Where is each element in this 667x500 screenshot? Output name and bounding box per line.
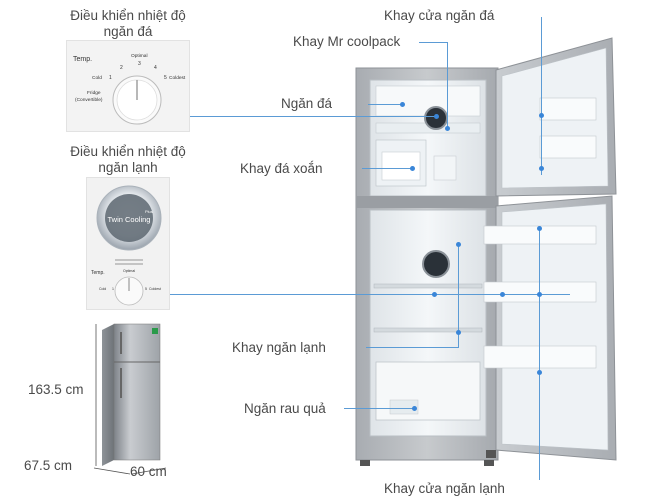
- marker-fridge-tray-2: [456, 330, 461, 335]
- marker-coolpack: [445, 126, 450, 131]
- marker-fridge-door-3: [537, 370, 542, 375]
- callout-line-fridge-tray-h: [366, 347, 458, 348]
- dimension-depth: 67.5 cm: [24, 458, 73, 473]
- dial2-optimal: Optimal: [123, 269, 135, 273]
- callout-line-freezer-door: [541, 17, 542, 175]
- callout-line-fridge-dial: [170, 294, 570, 295]
- freezer-dial-graphic: Temp. Optimal 3 2 4 Cold 1 5 Coldest Fri…: [73, 53, 186, 125]
- dial2-cold: Cold: [99, 287, 106, 291]
- dimension-height: 163.5 cm: [28, 382, 84, 397]
- twin-cooling-plus: Plus: [145, 209, 153, 214]
- callout-line-coolpack-h: [419, 42, 447, 43]
- marker-freezer-dial: [434, 114, 439, 119]
- dial2-n1: 1: [112, 287, 114, 291]
- fridge-dial-graphic: Twin Cooling Plus Temp. Optimal Cold 1 5…: [91, 185, 162, 306]
- dial2-n5: 5: [145, 287, 147, 291]
- marker-fridge-door-1: [537, 226, 542, 231]
- label-freezer-door-tray: Khay cửa ngăn đá: [384, 8, 495, 23]
- marker-veg: [412, 406, 417, 411]
- marker-freezer: [400, 102, 405, 107]
- callout-line-freezer-dial: [190, 116, 436, 117]
- dimension-width: 60 cm: [130, 464, 167, 479]
- dial1-n4: 4: [154, 65, 157, 71]
- dial1-n5: 5: [164, 75, 167, 81]
- marker-fridge-door-mid: [500, 292, 505, 297]
- dial1-cold: Cold: [92, 75, 102, 81]
- marker-freezer-door-2: [539, 166, 544, 171]
- dial2-coldest: Coldest: [149, 287, 161, 291]
- freezer-control-label: Điều khiển nhiệt độ ngăn đá: [70, 8, 186, 39]
- dial1-title: Temp.: [73, 56, 92, 63]
- callout-line-freezer: [368, 104, 402, 105]
- label-freezer-compartment: Ngăn đá: [281, 96, 333, 111]
- callout-line-fridge-tray-v: [458, 244, 459, 348]
- dial1-optimal: Optimal: [131, 53, 148, 59]
- fridge-dial-panel: Twin Cooling Plus Temp. Optimal Cold 1 5…: [86, 177, 170, 310]
- dial1-n3: 3: [138, 61, 141, 67]
- fridge-control-label: Điều khiển nhiệt độ ngăn lạnh: [70, 144, 186, 175]
- freezer-dial-panel: Temp. Optimal 3 2 4 Cold 1 5 Coldest Fri…: [66, 40, 190, 132]
- label-fridge-tray: Khay ngăn lạnh: [232, 340, 326, 355]
- twin-cooling-badge: Twin Cooling: [108, 215, 151, 224]
- marker-fridge-dial: [432, 292, 437, 297]
- label-veg-drawer: Ngăn rau quả: [244, 401, 326, 416]
- callout-line-ice-tray: [362, 168, 412, 169]
- refrigerator-image: [350, 30, 640, 475]
- dial2-title: Temp.: [91, 270, 105, 276]
- dial1-convertible: (Convertible): [75, 97, 103, 103]
- label-coolpack-tray: Khay Mr coolpack: [293, 34, 401, 49]
- dial1-n1: 1: [109, 75, 112, 81]
- marker-fridge-door-2: [537, 292, 542, 297]
- refrigerator-graphic: [355, 37, 617, 466]
- callout-line-coolpack-v: [447, 42, 448, 128]
- marker-freezer-door-1: [539, 113, 544, 118]
- label-fridge-door-tray: Khay cửa ngăn lạnh: [384, 481, 505, 496]
- callout-line-fridge-door: [539, 228, 540, 480]
- dial1-coldest: Coldest: [169, 75, 186, 81]
- label-twist-ice-tray: Khay đá xoắn: [240, 161, 323, 176]
- marker-fridge-tray-1: [456, 242, 461, 247]
- marker-ice-tray: [410, 166, 415, 171]
- dimension-fridge-image: [90, 318, 180, 476]
- callout-line-veg: [344, 408, 414, 409]
- dial1-n2: 2: [120, 65, 123, 71]
- dial1-fridge: Fridge: [87, 90, 101, 96]
